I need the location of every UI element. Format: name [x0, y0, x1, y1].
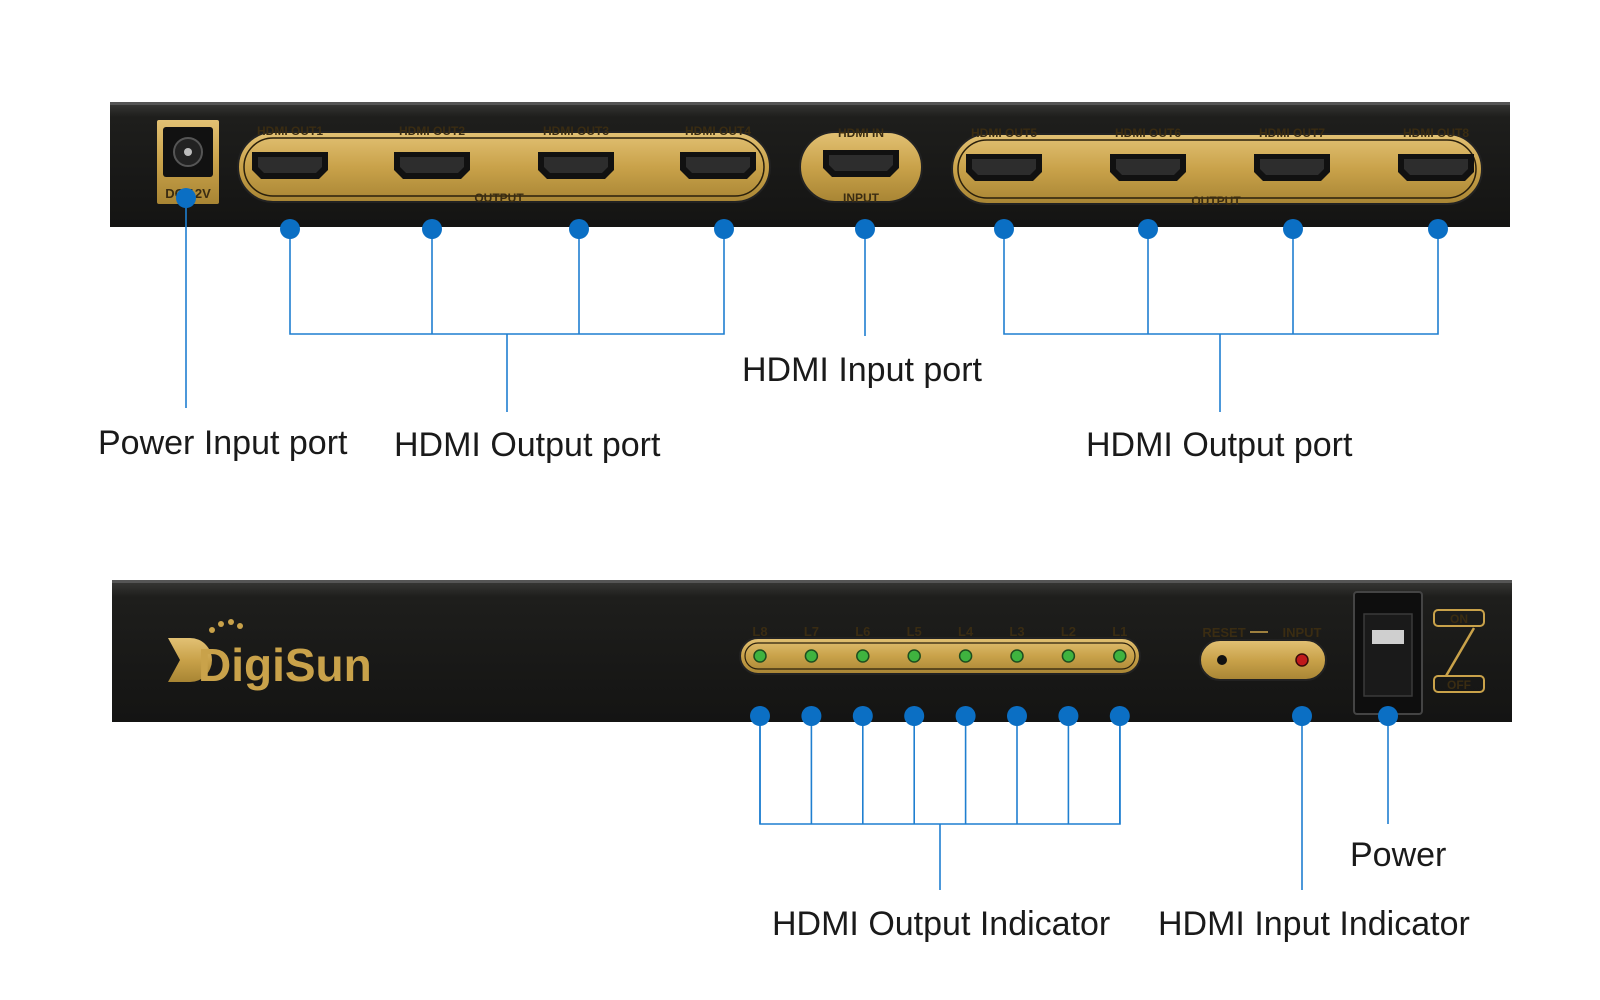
- led-indicators: L8 L7 L6 L5 L4 L3 L2 L1: [752, 624, 1127, 663]
- leader-dot-l5: [904, 706, 925, 726]
- hdmi-out5-port: HDMI OUT5: [966, 126, 1042, 181]
- bottom-panel: DigiSun L8 L7 L6 L5 L4 L3 L2 L1 RESET INPUT ON: [112, 580, 1512, 722]
- hdmi-out3-port: HDMI OUT3: [538, 124, 614, 179]
- callout-hdmi-output-port-left: HDMI Output port: [394, 426, 661, 464]
- hdmi-out8-port: HDMI OUT8: [1398, 126, 1474, 181]
- port-label: HDMI OUT1: [257, 124, 323, 138]
- brand-logo: DigiSun: [168, 619, 372, 691]
- switch-on-badge: [1433, 609, 1485, 627]
- output-indicator-led-l7: [804, 649, 819, 663]
- power-switch[interactable]: ON OFF: [1353, 591, 1485, 715]
- bottom-leader-lines: [750, 706, 1398, 890]
- led-label-l3: L3: [1009, 624, 1024, 639]
- callout-hdmi-input-indicator: HDMI Input Indicator: [1158, 905, 1470, 943]
- reset-button[interactable]: [1217, 655, 1227, 665]
- port-label: HDMI OUT7: [1259, 126, 1325, 140]
- leader-dot-l8: [750, 706, 770, 726]
- hdmi-in-label: HDMI IN: [838, 126, 884, 140]
- hdmi-out2-port: HDMI OUT2: [394, 124, 470, 179]
- leader-dot-l4: [955, 706, 976, 726]
- led-label-l2: L2: [1061, 624, 1076, 639]
- port-label: HDMI OUT8: [1403, 126, 1469, 140]
- top-panel: DC 12V HDMI OUT1 HDMI OUT2 HDMI OUT3: [110, 102, 1510, 227]
- callout-hdmi-output-indicator: HDMI Output Indicator: [772, 905, 1110, 943]
- output-indicator-led-l1: [1113, 649, 1127, 663]
- led-label-l5: L5: [907, 624, 922, 639]
- brand-name: DigiSun: [198, 639, 372, 691]
- led-label-l7: L7: [804, 624, 819, 639]
- switch-on-label: ON: [1450, 612, 1468, 626]
- output-indicator-led-l5: [907, 649, 921, 663]
- reset-label: RESET: [1202, 625, 1245, 640]
- leader-dot-l2: [1058, 706, 1079, 726]
- port-label: HDMI OUT6: [1115, 126, 1181, 140]
- callout-power-input-port: Power Input port: [98, 424, 348, 462]
- port-label: HDMI OUT2: [399, 124, 465, 138]
- led-label-l1: L1: [1112, 624, 1127, 639]
- leader-dot-l1: [1109, 706, 1130, 726]
- callout-hdmi-input-port: HDMI Input port: [742, 351, 983, 389]
- hdmi-out4-port: HDMI OUT4: [680, 124, 756, 179]
- output-group-right: HDMI OUT5 HDMI OUT6 HDMI OUT7 HDMI OUT8: [951, 126, 1483, 208]
- port-label: HDMI OUT4: [685, 124, 751, 138]
- top-panel-edge: [110, 102, 1510, 105]
- leader-dot-l7: [801, 706, 822, 726]
- bottom-panel-edge: [112, 580, 1512, 583]
- input-label: INPUT: [1283, 625, 1322, 640]
- logo-d-mark: [168, 638, 212, 682]
- led-label-l6: L6: [855, 624, 870, 639]
- input-group-label: INPUT: [843, 191, 880, 205]
- output-group-left-label: OUTPUT: [474, 191, 524, 205]
- switch-rocker-mark: [1372, 630, 1404, 644]
- hdmi-in-port: [823, 150, 899, 177]
- leader-dot-l6: [852, 706, 873, 726]
- hdmi-out7-port: HDMI OUT7: [1254, 126, 1330, 181]
- hdmi-out6-port: HDMI OUT6: [1110, 126, 1186, 181]
- port-label: HDMI OUT5: [971, 126, 1037, 140]
- hdmi-out1-port: HDMI OUT1: [252, 124, 328, 179]
- port-label: HDMI OUT3: [543, 124, 609, 138]
- input-indicator-led: [1295, 653, 1309, 667]
- output-group-left: HDMI OUT1 HDMI OUT2 HDMI OUT3 HDMI OUT4: [237, 124, 771, 205]
- output-indicator-led-l8: [753, 649, 767, 663]
- callout-power: Power: [1350, 836, 1446, 874]
- output-indicator-led-l2: [1061, 649, 1076, 663]
- input-group: HDMI IN INPUT: [799, 126, 923, 205]
- leader-dot-l3: [1007, 706, 1027, 726]
- reset-input-area: RESET INPUT: [1199, 625, 1327, 681]
- switch-off-label: OFF: [1447, 678, 1471, 692]
- top-leader-lines: [176, 188, 1448, 412]
- output-indicator-led-l4: [958, 649, 973, 663]
- output-group-right-label: OUTPUT: [1191, 194, 1241, 208]
- switch-off-badge: [1433, 675, 1485, 693]
- led-label-l4: L4: [958, 624, 974, 639]
- output-indicator-led-l3: [1010, 649, 1024, 663]
- output-indicator-led-l6: [856, 649, 870, 663]
- led-label-l8: L8: [752, 624, 767, 639]
- led-bar: L8 L7 L6 L5 L4 L3 L2 L1: [739, 624, 1141, 675]
- callout-hdmi-output-port-right: HDMI Output port: [1086, 426, 1353, 464]
